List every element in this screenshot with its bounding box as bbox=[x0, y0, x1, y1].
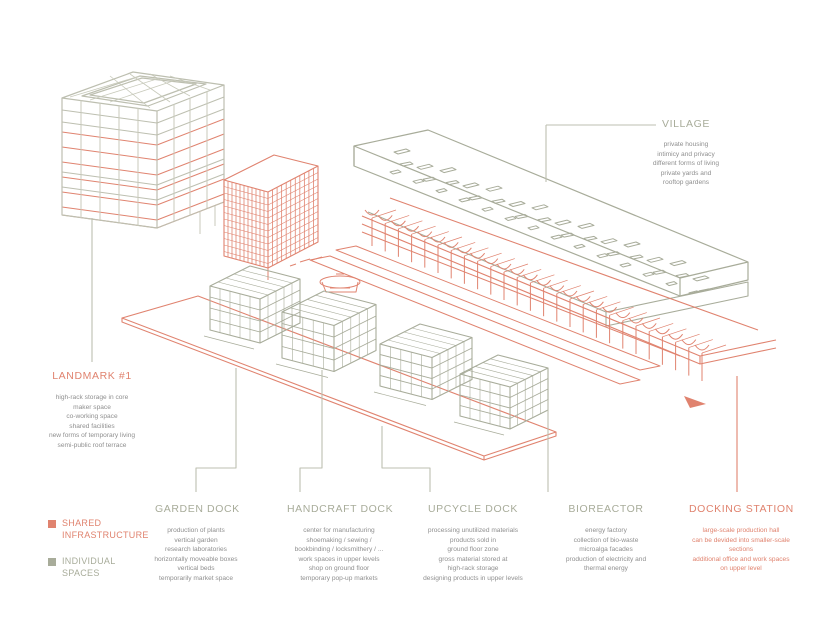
village-line: private yards and bbox=[660, 169, 712, 177]
garden-dock-description: production of plants vertical garden res… bbox=[141, 526, 251, 584]
docking-station-line: can be devided into smaller-scale bbox=[692, 536, 790, 544]
bioreactor-title: BIOREACTOR bbox=[568, 503, 644, 515]
garden-dock-line: vertical garden bbox=[174, 536, 218, 544]
village-line: private housing bbox=[663, 141, 709, 148]
docking-station-title: DOCKING STATION bbox=[689, 503, 794, 515]
upcycle-dock-title: UPCYCLE DOCK bbox=[427, 503, 519, 515]
handcraft-dock-line: center for manufacturing bbox=[303, 527, 375, 534]
docking-station-line: on upper level bbox=[720, 565, 762, 573]
village-line: different forms of living bbox=[652, 160, 720, 168]
landmark-title: LANDMARK #1 bbox=[52, 370, 132, 382]
handcraft-dock-line: temporary pop-up markets bbox=[300, 574, 378, 582]
bioreactor-description: energy factory collection of bio-waste m… bbox=[552, 526, 660, 574]
village-structure bbox=[353, 129, 777, 381]
bioreactor-line: thermal energy bbox=[584, 565, 628, 573]
legend-line: SHARED bbox=[62, 518, 102, 528]
legend-line: INDIVIDUAL bbox=[62, 556, 116, 566]
upcycle-dock-description: processing unutilized materials products… bbox=[408, 526, 538, 584]
bioreactor-line: collection of bio-waste bbox=[573, 536, 639, 544]
landmark-tower bbox=[61, 71, 225, 234]
handcraft-dock-line: bookbinding / locksmithery / ... bbox=[294, 546, 384, 554]
landmark-line: high-rack storage in core bbox=[55, 394, 129, 401]
garden-dock-line: vertical beds bbox=[177, 565, 215, 573]
legend-line: SPACES bbox=[62, 568, 100, 578]
handcraft-dock-description: center for manufacturing shoemaking / se… bbox=[276, 526, 402, 584]
village-description: private housing intimicy and privacy dif… bbox=[632, 140, 740, 188]
legend-individual-swatch bbox=[48, 558, 56, 566]
handcraft-dock-line: work spaces in upper levels bbox=[298, 555, 380, 563]
garden-dock-line: research laboratories bbox=[165, 546, 227, 554]
legend-shared-swatch bbox=[48, 520, 56, 528]
landmark-line: co-working space bbox=[66, 413, 118, 421]
garden-dock-title: GARDEN DOCK bbox=[155, 503, 240, 515]
docking-station-line: additional office and work spaces bbox=[692, 555, 790, 563]
docking-station-line: sections bbox=[728, 546, 754, 554]
garden-dock-line: temporarily market space bbox=[158, 574, 234, 582]
handcraft-dock-line: shoemaking / sewing / bbox=[306, 536, 372, 544]
landmark-line: semi-public roof terrace bbox=[57, 441, 127, 449]
upcycle-dock-line: processing unutilized materials bbox=[427, 527, 519, 534]
bioreactor-line: microalga facades bbox=[579, 546, 633, 554]
bioreactor-line: production of electricity and bbox=[565, 555, 647, 563]
high-rack-storage bbox=[223, 154, 319, 269]
bioreactor-line: energy factory bbox=[585, 527, 627, 534]
legend-shared-label: SHARED INFRASTRUCTURE bbox=[62, 517, 149, 541]
landmark-description: high-rack storage in core maker space co… bbox=[32, 393, 152, 451]
handcraft-dock-line: shop on ground floor bbox=[308, 565, 370, 573]
upcycle-dock-line: high-rack storage bbox=[447, 565, 499, 573]
village-title: VILLAGE bbox=[662, 118, 710, 130]
landmark-line: maker space bbox=[73, 403, 111, 411]
upcycle-dock-line: gross material stored at bbox=[438, 555, 508, 563]
legend-line: INFRASTRUCTURE bbox=[62, 530, 149, 540]
garden-dock-line: production of plants bbox=[167, 527, 225, 534]
upcycle-dock-line: ground floor zone bbox=[447, 546, 499, 554]
legend-individual-label: INDIVIDUAL SPACES bbox=[62, 555, 116, 579]
garden-dock-line: horizontally moveable boxes bbox=[154, 555, 238, 563]
docking-station-line: large-scale production hall bbox=[702, 527, 780, 534]
docking-station-description: large-scale production hall can be devid… bbox=[676, 526, 806, 574]
upcycle-dock-line: products sold in bbox=[449, 536, 497, 544]
handcraft-dock-title: HANDCRAFT DOCK bbox=[287, 503, 394, 515]
landmark-line: new forms of temporary living bbox=[48, 432, 136, 440]
village-line: intimicy and privacy bbox=[657, 150, 715, 158]
village-line: rooftop gardens bbox=[662, 179, 710, 187]
landmark-line: shared facilities bbox=[69, 422, 115, 430]
upcycle-dock-line: designing products in upper levels bbox=[423, 574, 523, 582]
